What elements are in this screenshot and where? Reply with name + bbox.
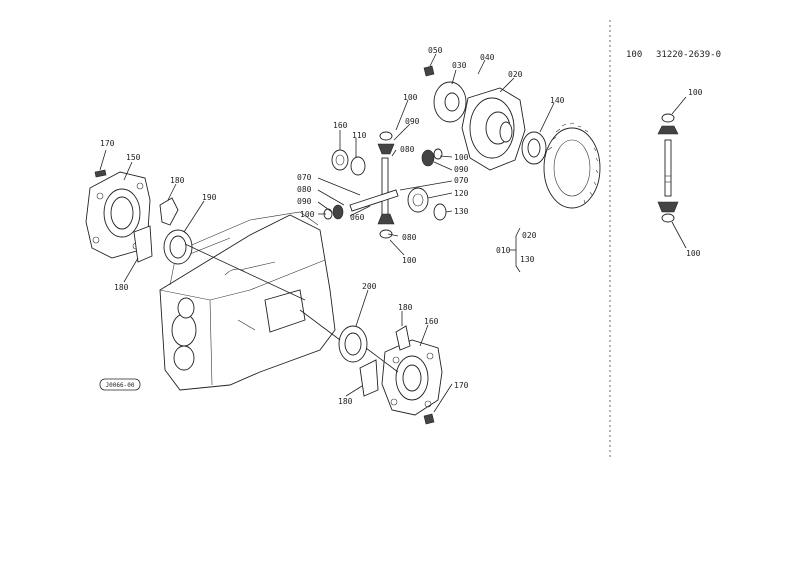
callout-180-b: 180 bbox=[114, 283, 129, 292]
diagram-stamp: J0066-00 bbox=[99, 378, 141, 391]
callout-080-b: 080 bbox=[297, 185, 312, 194]
callout-030: 030 bbox=[452, 61, 467, 70]
shim-right bbox=[395, 325, 411, 351]
leader-lines bbox=[99, 53, 555, 413]
washer-130 bbox=[433, 203, 447, 221]
callout-160-a: 160 bbox=[333, 121, 348, 130]
inset-assembly: 100 31220-2639-0 100 100 bbox=[626, 50, 721, 258]
callout-090-c: 090 bbox=[297, 197, 312, 206]
bearing-140 bbox=[521, 131, 547, 165]
side-gear-160 bbox=[350, 156, 366, 176]
callout-160-b: 160 bbox=[424, 317, 439, 326]
retainer-clip-right bbox=[359, 359, 379, 397]
callout-100-b: 100 bbox=[454, 153, 469, 162]
callout-180-d: 180 bbox=[338, 397, 353, 406]
callout-170-b: 170 bbox=[454, 381, 469, 390]
callout-020-b: 020 bbox=[522, 231, 537, 240]
pinion-shaft bbox=[381, 157, 389, 219]
pin-shaft-070 bbox=[349, 189, 399, 212]
diff-cover-030 bbox=[433, 81, 467, 123]
callout-020: 020 bbox=[508, 70, 523, 79]
side-gear-120 bbox=[407, 187, 429, 213]
bolt-170-right bbox=[423, 413, 435, 425]
pinion-gear-top bbox=[377, 131, 395, 155]
callout-050: 050 bbox=[428, 46, 443, 55]
bearing-housing-right bbox=[381, 339, 443, 416]
callout-130: 130 bbox=[454, 207, 469, 216]
stamp-label: J0066-00 bbox=[106, 382, 135, 389]
callout-180-a: 180 bbox=[170, 176, 185, 185]
inset-top-label: 100 bbox=[688, 88, 703, 97]
callout-080-a: 080 bbox=[400, 145, 415, 154]
callout-170-a: 170 bbox=[100, 139, 115, 148]
callout-200: 200 bbox=[362, 282, 377, 291]
callout-090-b: 090 bbox=[454, 165, 469, 174]
callout-100-a: 100 bbox=[403, 93, 418, 102]
callout-190: 190 bbox=[202, 193, 217, 202]
callout-150: 150 bbox=[126, 153, 141, 162]
callout-080-c: 080 bbox=[402, 233, 417, 242]
differential-case bbox=[461, 87, 526, 171]
bearing-190 bbox=[163, 229, 193, 265]
callout-110: 110 bbox=[352, 131, 367, 140]
inset-bottom-label: 100 bbox=[686, 249, 701, 258]
callout-140: 140 bbox=[550, 96, 565, 105]
pinion-gear-bottom bbox=[377, 213, 395, 239]
transmission-case bbox=[159, 211, 336, 391]
callout-180-c: 180 bbox=[398, 303, 413, 312]
bearing-200 bbox=[338, 325, 368, 363]
callout-010: 010 bbox=[496, 246, 511, 255]
callout-040: 040 bbox=[480, 53, 495, 62]
shim-left bbox=[159, 197, 179, 226]
ring-gear bbox=[543, 122, 601, 209]
gear-090-left bbox=[323, 204, 344, 220]
retainer-clip-left bbox=[133, 225, 153, 263]
callout-090-a: 090 bbox=[405, 117, 420, 126]
callout-100-c: 100 bbox=[300, 210, 315, 219]
bolt-050 bbox=[423, 65, 435, 77]
callout-060: 060 bbox=[350, 213, 365, 222]
gear-090-080-right bbox=[421, 148, 443, 167]
bearing-housing-left bbox=[85, 169, 151, 259]
callout-130-b: 130 bbox=[520, 255, 535, 264]
callout-070-a: 070 bbox=[454, 176, 469, 185]
inset-part-number: 31220-2639-0 bbox=[656, 50, 721, 60]
callout-120: 120 bbox=[454, 189, 469, 198]
side-gear-110 bbox=[331, 149, 349, 171]
callout-labels: 050 030 040 020 140 100 090 080 160 110 … bbox=[100, 46, 565, 406]
callout-100-d: 100 bbox=[402, 256, 417, 265]
callout-070-b: 070 bbox=[297, 173, 312, 182]
inset-ref-number: 100 bbox=[626, 50, 642, 60]
